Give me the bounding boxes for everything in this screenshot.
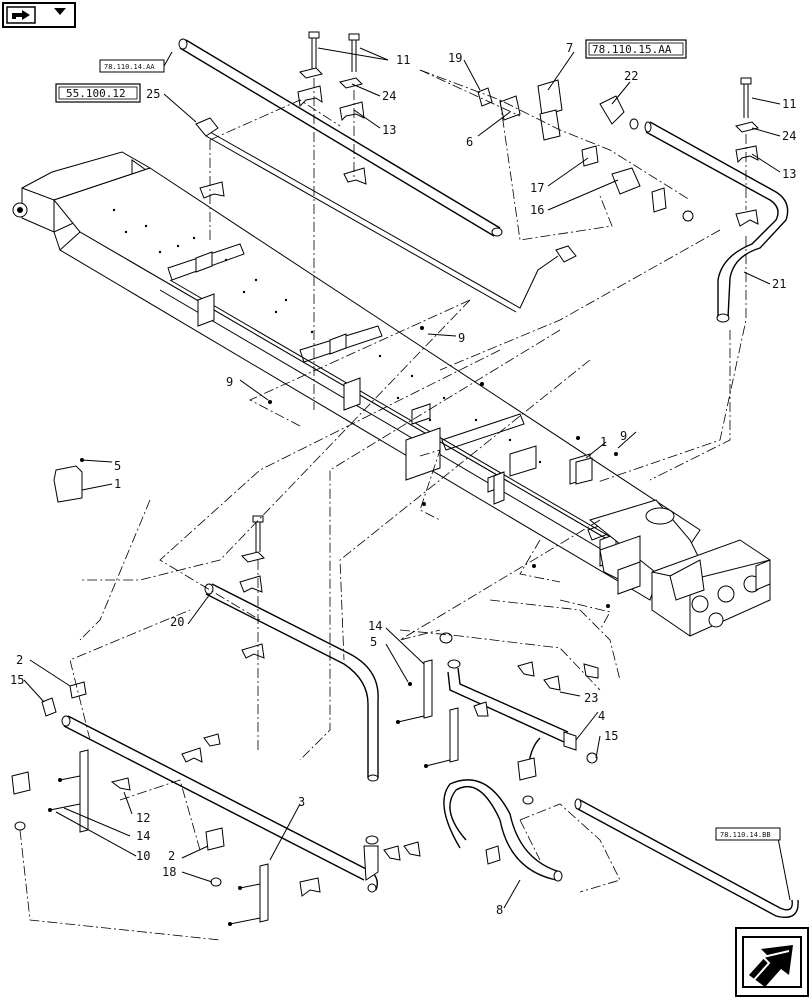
ref-box-78-110-14-aa[interactable]: 78.110.14.AA <box>99 59 165 73</box>
callout-24: 24 <box>382 89 396 103</box>
callout-7: 7 <box>566 41 573 55</box>
next-page-arrow-icon <box>742 936 802 988</box>
callout-23: 23 <box>584 691 598 705</box>
callout-2-bottom: 2 <box>168 849 175 863</box>
svg-text:78.110.15.AA: 78.110.15.AA <box>592 43 672 56</box>
callout-9-b: 9 <box>226 375 233 389</box>
callout-14-left: 14 <box>136 829 150 843</box>
cable-25 <box>195 117 577 313</box>
callout-21: 21 <box>772 277 786 291</box>
callout-12: 12 <box>136 811 150 825</box>
boom-assembly <box>12 151 771 637</box>
hardware-parts <box>11 31 759 926</box>
callout-1-left: 1 <box>114 477 121 491</box>
callout-11-b: 11 <box>396 53 410 67</box>
callout-4: 4 <box>598 709 605 723</box>
callout-2-left: 2 <box>16 653 23 667</box>
previous-page-button[interactable] <box>2 2 76 28</box>
tube-78-110-14-bb <box>574 798 799 918</box>
callout-13-right: 13 <box>782 167 796 181</box>
tube-9-upper-rod <box>178 38 503 237</box>
callout-9-a: 9 <box>458 331 465 345</box>
callout-16: 16 <box>530 203 544 217</box>
ref-box-78-110-14-bb[interactable]: 78.110.14.BB <box>715 827 781 841</box>
assembly-lines <box>19 69 747 941</box>
callout-10: 10 <box>136 849 150 863</box>
callout-20: 20 <box>170 615 184 629</box>
callout-15-right: 15 <box>604 729 618 743</box>
callout-1-right: 1 <box>600 435 607 449</box>
callout-18: 18 <box>162 865 176 879</box>
leader-lines <box>23 47 791 909</box>
callout-8: 8 <box>496 903 503 917</box>
callout-5-left: 5 <box>114 459 121 473</box>
ref-box-78-110-15-aa[interactable]: 78.110.15.AA <box>585 39 687 59</box>
tube-21 <box>644 121 789 323</box>
callout-22: 22 <box>624 69 638 83</box>
callout-14-right: 14 <box>368 619 382 633</box>
callout-9-c: 9 <box>620 429 627 443</box>
svg-text:78.110.14.BB: 78.110.14.BB <box>720 831 771 839</box>
ref-box-55-100-12[interactable]: 55.100.12 <box>55 83 141 103</box>
next-page-button[interactable] <box>735 927 809 997</box>
callout-19: 19 <box>448 51 462 65</box>
callout-24-right: 24 <box>782 129 796 143</box>
svg-text:78.110.14.AA: 78.110.14.AA <box>104 63 155 71</box>
callout-6: 6 <box>466 135 473 149</box>
callout-5-right: 5 <box>370 635 377 649</box>
callout-3: 3 <box>298 795 305 809</box>
hose-8 <box>443 779 563 882</box>
callout-25: 25 <box>146 87 160 101</box>
svg-text:55.100.12: 55.100.12 <box>66 87 126 100</box>
callouts: 11 11 24 13 19 7 6 22 11 24 13 17 16 25 … <box>10 41 796 917</box>
callout-11-right: 11 <box>782 97 796 111</box>
callout-15-left: 15 <box>10 673 24 687</box>
callout-13: 13 <box>382 123 396 137</box>
callout-17: 17 <box>530 181 544 195</box>
tube-20 <box>204 583 379 782</box>
previous-page-arrow-icon <box>6 6 66 24</box>
